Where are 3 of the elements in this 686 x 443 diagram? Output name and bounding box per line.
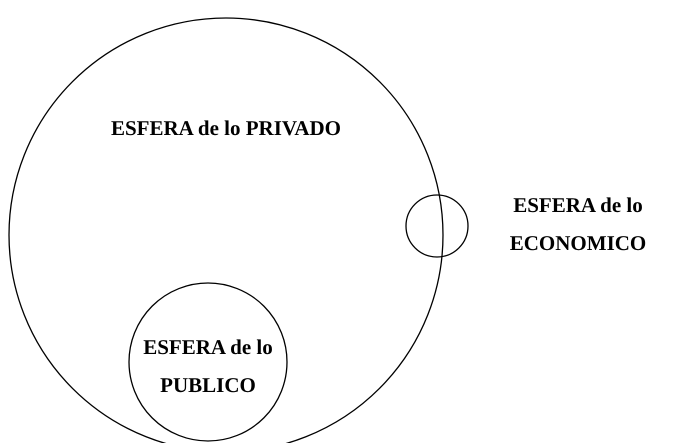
sphere-label: ESFERA de lo ECONOMICO [508,192,648,257]
sphere-label: ESFERA de lo PRIVADO [110,115,342,142]
sphere-label: ESFERA de lo PUBLICO [142,334,274,399]
